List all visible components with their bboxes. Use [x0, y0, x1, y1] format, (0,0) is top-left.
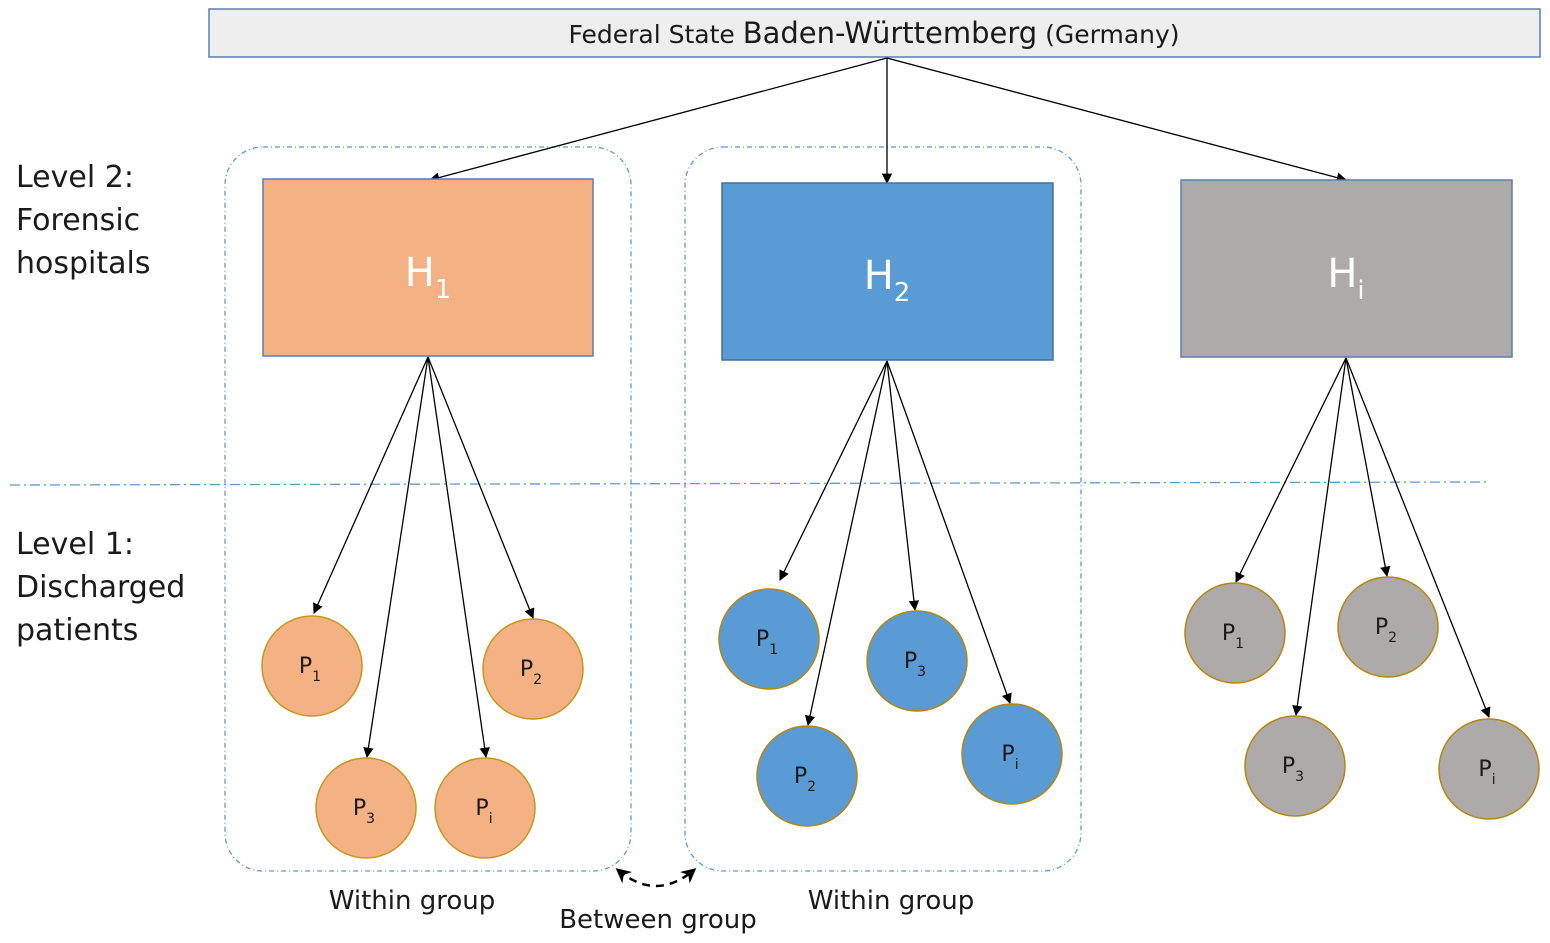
arrow-h2-to-p2 [804, 360, 888, 727]
patient-node: P2 [1337, 576, 1439, 678]
arrow-h1-to-p3 [363, 356, 429, 759]
between-group-arrow [615, 868, 697, 888]
patient-circle-h2-p2 [756, 725, 858, 827]
header-prefix: Federal State [568, 20, 742, 49]
patient-circle-hi-pi [1438, 718, 1540, 820]
patient-circle-h1-p1 [261, 615, 363, 717]
patient-circle-hi-p1 [1184, 582, 1286, 684]
svg-text:P2: P2 [1375, 615, 1397, 646]
arrow-header-to-hi [886, 57, 1348, 183]
patient-node: P3 [315, 757, 417, 859]
patient-node: P1 [261, 615, 363, 717]
within-group-label-left: Within group [329, 886, 496, 916]
svg-text:P2: P2 [520, 657, 542, 688]
patient-node: Pi [961, 703, 1063, 805]
patient-node: Pi [434, 757, 536, 859]
hospital-label-h2: H2 [864, 253, 911, 308]
patient-node: Pi [1438, 718, 1540, 820]
patient-circle-h1-p3 [315, 757, 417, 859]
header-suffix: (Germany) [1037, 20, 1179, 49]
header-box [208, 8, 1541, 58]
header-title: Federal State Baden-Württemberg (Germany… [568, 16, 1179, 50]
svg-text:P3: P3 [353, 796, 375, 827]
patient-node: P1 [718, 588, 820, 690]
svg-text:Pi: Pi [1001, 742, 1018, 773]
level2-line2: Forensic [16, 203, 140, 238]
arrow-header-to-h1 [428, 57, 888, 183]
patient-circle-h1-p2 [482, 618, 584, 720]
svg-text:Pi: Pi [1478, 757, 1495, 788]
arrow-h2-to-p1 [779, 360, 888, 581]
hospital-label-h1: H1 [405, 250, 452, 305]
patient-node: P1 [1184, 582, 1286, 684]
header-state: Baden-Württemberg [743, 16, 1037, 50]
group-outline-h1 [224, 146, 632, 872]
level1-line3: patients [16, 613, 138, 648]
level-divider [9, 481, 1489, 486]
patient-node: P2 [756, 725, 858, 827]
patient-circle-h2-pi [961, 703, 1063, 805]
arrow-hi-to-p1 [1235, 357, 1347, 583]
patient-circle-h2-p1 [718, 588, 820, 690]
hospital-label-hi: Hi [1327, 251, 1364, 306]
level1-line1: Level 1: [16, 527, 134, 562]
level2-line3: hospitals [16, 246, 151, 281]
level2-line1: Level 2: [16, 160, 134, 195]
arrow-h2-to-p3 [886, 360, 920, 612]
hospital-box-h1 [262, 178, 594, 357]
arrow-h2-to-pi [886, 360, 1012, 704]
svg-text:P3: P3 [1282, 754, 1304, 785]
level1-label: Level 1: Discharged patients [16, 527, 195, 648]
hospital-box-hi [1180, 179, 1513, 358]
hospital-box-h2 [721, 182, 1054, 361]
within-group-label-right: Within group [808, 886, 975, 916]
level2-label: Level 2: Forensic hospitals [16, 160, 151, 281]
arrow-h1-to-p2 [427, 356, 535, 619]
arrow-h1-to-pi [427, 356, 490, 759]
patient-node: P3 [1244, 715, 1346, 817]
arrow-hi-to-p2 [1345, 357, 1391, 578]
arrow-hi-to-p3 [1292, 357, 1347, 717]
level1-line2: Discharged [16, 570, 185, 605]
svg-text:P1: P1 [756, 627, 778, 658]
patient-circle-h2-p3 [866, 610, 968, 712]
arrow-h1-to-p1 [313, 356, 429, 614]
patient-node: P3 [866, 610, 968, 712]
svg-text:P1: P1 [299, 654, 321, 685]
patient-circle-h1-pi [434, 757, 536, 859]
group-outline-h2 [684, 146, 1082, 872]
svg-text:Pi: Pi [475, 796, 492, 827]
svg-text:P1: P1 [1222, 621, 1244, 652]
svg-text:P3: P3 [904, 649, 926, 680]
patient-circle-hi-p3 [1244, 715, 1346, 817]
patient-node: P2 [482, 618, 584, 720]
patient-circle-hi-p2 [1337, 576, 1439, 678]
arrow-hi-to-pi [1345, 357, 1491, 718]
svg-text:P2: P2 [794, 764, 816, 795]
between-group-label: Between group [559, 905, 757, 935]
